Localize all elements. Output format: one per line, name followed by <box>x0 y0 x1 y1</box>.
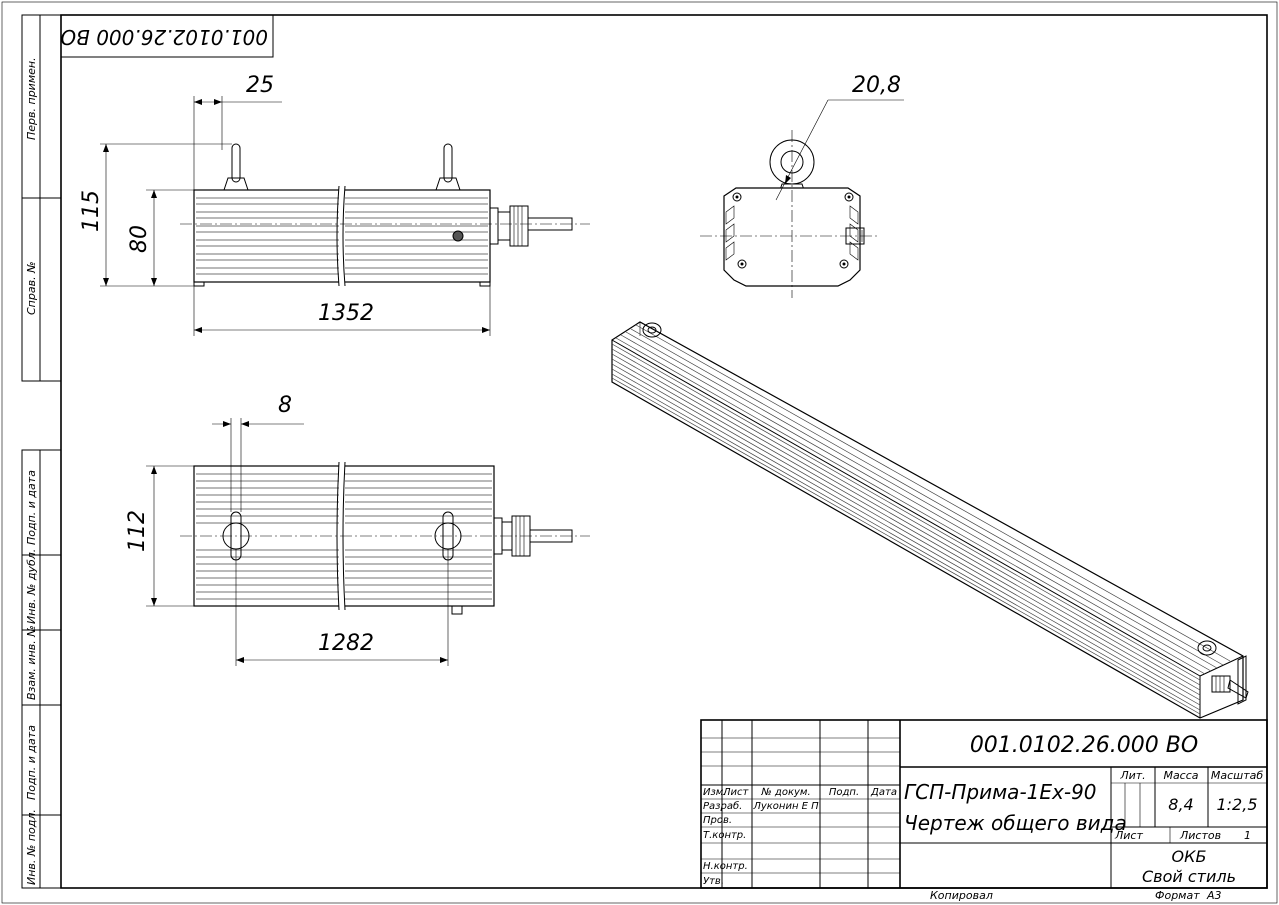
side-label-vzam-inv: Взам. инв. № <box>25 625 38 700</box>
side-label-sprav: Справ. № <box>25 261 38 315</box>
isometric-ribs <box>611 324 1231 715</box>
mass-label: Масса <box>1163 769 1198 782</box>
side-view-dimensions: 25 115 80 1352 <box>79 73 491 336</box>
footer-format-label: Формат <box>1155 889 1200 902</box>
end-view-dimension: 20,8 <box>775 73 904 201</box>
eyebolt-right <box>435 143 461 191</box>
dim-1352: 1352 <box>318 301 374 326</box>
role-razrab: Разраб. <box>703 800 742 812</box>
end-view <box>700 130 880 298</box>
role-prov: Пров. <box>703 815 732 826</box>
scale-value: 1:2,5 <box>1216 795 1257 814</box>
hdr-data: Дата <box>870 787 897 798</box>
dim-20-8: 20,8 <box>852 73 901 98</box>
side-view <box>180 143 590 287</box>
sheets-value: 1 <box>1244 829 1251 842</box>
mass-value: 8,4 <box>1168 795 1193 814</box>
side-label-podp-data-2: Подп. и дата <box>25 725 38 800</box>
side-label-perv-primen: Перв. примен. <box>25 57 38 140</box>
role-nkontr: Н.контр. <box>703 861 748 872</box>
title-name-line1: ГСП-Прима-1Ex-90 <box>904 780 1097 804</box>
dim-8: 8 <box>278 393 292 418</box>
role-utv: Утв. <box>703 876 724 887</box>
side-label-podp-data-1: Подп. и дата <box>25 470 38 545</box>
rotated-doc-code: 001.0102.26.000 ВО <box>60 25 268 49</box>
developer-name: Луконин Е П <box>752 801 819 812</box>
footer-format-value: А3 <box>1206 889 1222 902</box>
title-block <box>700 719 1268 889</box>
dim-115: 115 <box>79 190 104 232</box>
hdr-podp: Подп. <box>829 787 859 798</box>
lit-label: Лит. <box>1119 769 1145 782</box>
dim-1282: 1282 <box>318 631 374 656</box>
hdr-izm: Изм. <box>703 787 727 798</box>
top-view <box>180 461 590 615</box>
side-label-inv-dubl: Инв. № дубл. <box>25 549 38 624</box>
sheets-label: Листов <box>1179 829 1221 842</box>
footer-copied: Копировал <box>930 889 993 902</box>
top-view-dimensions: 8 112 1282 <box>125 393 449 666</box>
dim-25: 25 <box>246 73 274 98</box>
title-name-line2: Чертеж общего вида <box>904 811 1127 835</box>
dim-112: 112 <box>125 510 150 552</box>
role-tkontr: Т.контр. <box>703 830 746 841</box>
eyebolt-left <box>223 143 249 191</box>
hdr-list: Лист <box>722 787 750 798</box>
hdr-n-dokum: № докум. <box>760 787 810 798</box>
dim-80: 80 <box>127 225 152 253</box>
scale-label: Масштаб <box>1211 769 1263 782</box>
isometric-view <box>611 321 1249 719</box>
org-line1: ОКБ <box>1172 847 1207 866</box>
side-label-inv-podl: Инв. № подл. <box>25 809 38 885</box>
sheet-label: Лист <box>1114 829 1143 842</box>
org-line2: Свой стиль <box>1142 867 1236 886</box>
title-doc-code: 001.0102.26.000 ВО <box>970 733 1198 758</box>
rotated-code-box: 001.0102.26.000 ВО <box>60 14 274 58</box>
